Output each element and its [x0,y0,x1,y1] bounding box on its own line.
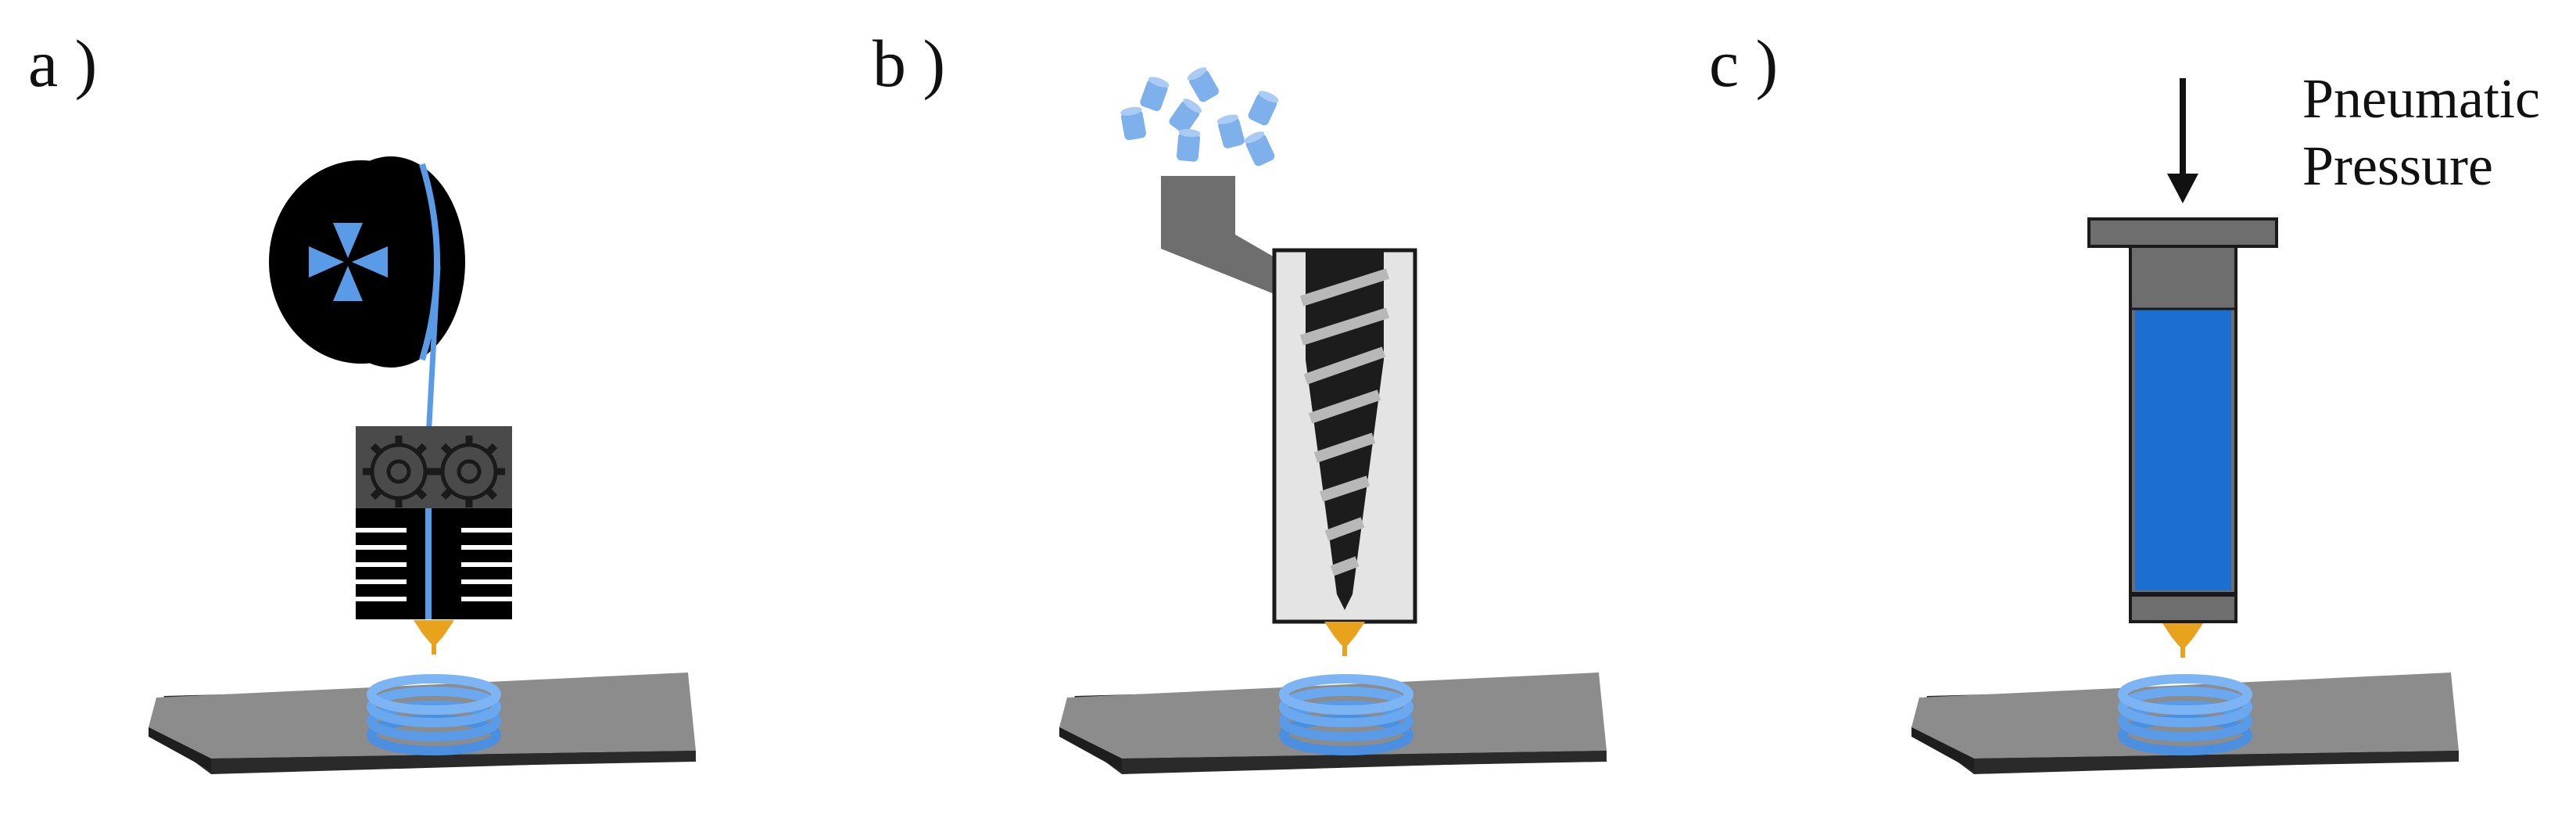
syringe-icon [2087,217,2278,623]
heat-sink-icon [356,508,512,619]
panel-label-b: b ) [872,26,945,101]
screw-icon [1299,252,1390,610]
pressure-label: Pressure [2302,135,2493,197]
pressure-label: Pneumatic [2302,67,2540,130]
panel-label-c: c ) [1709,26,1778,101]
nozzle-icon [1324,622,1365,656]
nozzle-icon [414,620,454,655]
nozzle-icon [2162,623,2203,658]
panel-label-a: a ) [28,26,97,101]
panel-b: b ) [872,26,1607,774]
panel-c: c ) Pneumatic Pressure [1709,26,2540,774]
panel-a: a ) [28,26,696,774]
extruder-barrel [1272,248,1417,624]
pellet-icon [1120,65,1281,168]
extruder-head [356,426,512,619]
spool-icon [269,156,465,368]
pressure-arrow-icon [2167,78,2198,203]
